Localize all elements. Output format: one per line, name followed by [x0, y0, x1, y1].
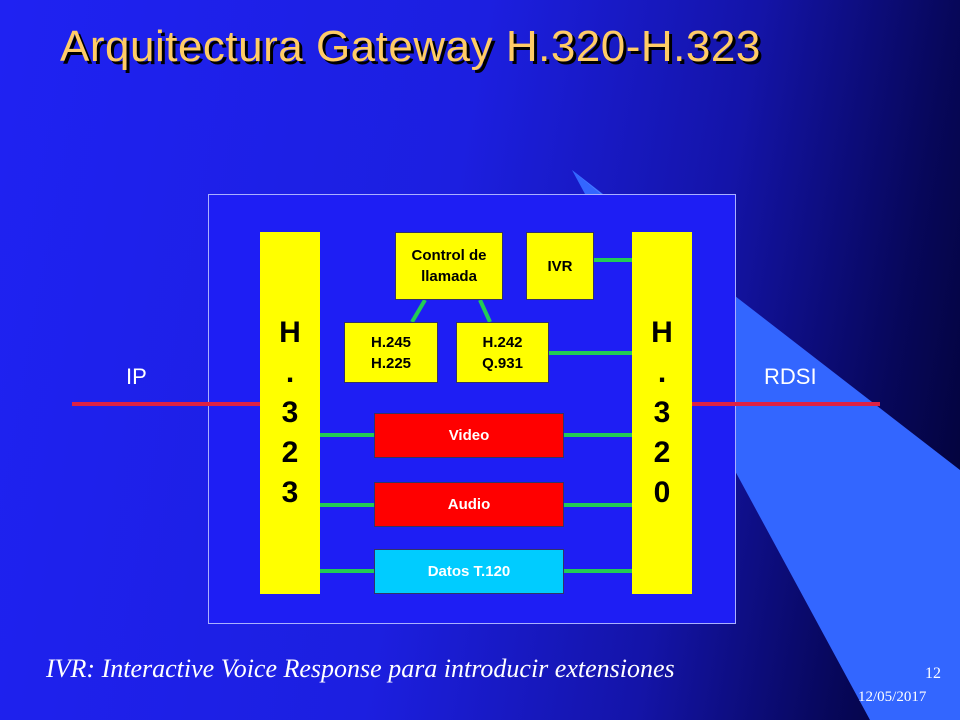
rdsi-network-line — [736, 402, 880, 406]
rdsi-label: RDSI — [764, 364, 817, 389]
data-link-left — [320, 569, 374, 573]
h320-char: 0 — [653, 476, 671, 509]
h242-link — [549, 351, 634, 355]
slide-caption: IVR: Interactive Voice Response para int… — [46, 654, 675, 683]
page-number: 12 — [925, 665, 941, 682]
h225-line: H.225 — [370, 354, 412, 372]
h320-char: . — [657, 356, 667, 389]
audio-link-right — [564, 503, 634, 507]
h320-char: 3 — [653, 396, 671, 429]
control-h245-link — [410, 298, 427, 324]
ip-label: IP — [126, 364, 147, 389]
h242-line: H.242 — [482, 333, 523, 351]
h320-char: H — [651, 316, 673, 349]
ivr-link — [594, 258, 634, 262]
h323-char: 2 — [281, 436, 299, 469]
rdsi-inner-line — [692, 402, 736, 406]
h245-line: H.245 — [370, 333, 412, 351]
video-box: Video — [374, 413, 564, 458]
h245-h225-box: H.245 H.225 — [344, 322, 438, 383]
ivr-box: IVR — [526, 232, 594, 300]
control-h242-link — [478, 299, 492, 323]
h323-char: . — [285, 356, 295, 389]
call-control-line: llamada — [421, 268, 477, 285]
call-control-box: Control de llamada — [395, 232, 503, 300]
h320-stack: H . 3 2 0 — [632, 232, 692, 594]
h323-char: H — [279, 316, 301, 349]
audio-link-left — [320, 503, 374, 507]
h323-char: 3 — [281, 396, 299, 429]
slide-date: 12/05/2017 — [858, 689, 927, 705]
h242-q931-box: H.242 Q.931 — [456, 322, 549, 383]
audio-box: Audio — [374, 482, 564, 527]
h323-stack: H . 3 2 3 — [260, 232, 320, 594]
q931-line: Q.931 — [482, 354, 523, 372]
slide-title: Arquitectura Gateway H.320-H.323 — [60, 22, 761, 71]
data-link-right — [564, 569, 634, 573]
data-t120-box: Datos T.120 — [374, 549, 564, 594]
ip-inner-line — [208, 402, 260, 406]
video-link-right — [564, 433, 634, 437]
h320-char: 2 — [653, 436, 671, 469]
video-link-left — [320, 433, 374, 437]
h323-char: 3 — [281, 476, 299, 509]
call-control-line: Control de — [411, 247, 487, 264]
ip-network-line — [72, 402, 210, 406]
